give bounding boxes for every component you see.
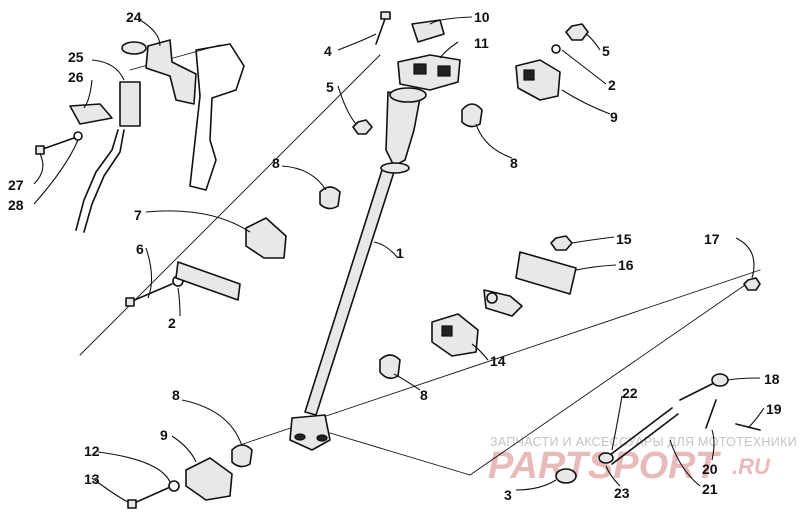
callout-8-lower-left: 8 bbox=[172, 387, 180, 403]
callout-17: 17 bbox=[704, 231, 720, 247]
tie-rod-arm-14 bbox=[431, 289, 523, 357]
callout-4: 4 bbox=[324, 43, 332, 59]
callout-8-upper-left: 8 bbox=[272, 155, 280, 171]
callout-25: 25 bbox=[68, 49, 84, 65]
callout-9-lower: 9 bbox=[160, 427, 168, 443]
lower-clamp-9 bbox=[127, 457, 233, 509]
upper-nuts bbox=[352, 23, 589, 135]
clamp-block-7 bbox=[245, 217, 287, 259]
callout-7: 7 bbox=[134, 207, 142, 223]
callout-13: 13 bbox=[84, 471, 100, 487]
callout-16: 16 bbox=[618, 257, 634, 273]
callout-24: 24 bbox=[126, 9, 142, 25]
watermark-tagline: ЗАПЧАСТИ И АКСЕССУАРЫ ДЛЯ МОТОТЕХНИКИ bbox=[490, 435, 797, 449]
upper-clamp-block bbox=[397, 19, 461, 91]
callout-26: 26 bbox=[68, 69, 84, 85]
callout-1: 1 bbox=[396, 245, 404, 261]
steering-post bbox=[289, 87, 427, 451]
throttle-bracket-assembly bbox=[35, 39, 245, 233]
callout-3: 3 bbox=[504, 487, 512, 503]
bushings bbox=[231, 103, 483, 468]
callout-12: 12 bbox=[84, 443, 100, 459]
callout-8-upper-right: 8 bbox=[510, 155, 518, 171]
callout-5-right: 5 bbox=[602, 43, 610, 59]
bolt-6-and-plate bbox=[125, 261, 241, 307]
assembly-center-lines bbox=[79, 44, 761, 476]
callout-10: 10 bbox=[474, 9, 490, 25]
tie-rod-block-upper bbox=[515, 59, 561, 101]
callout-28: 28 bbox=[8, 197, 24, 213]
callout-21: 21 bbox=[702, 481, 718, 497]
callout-14: 14 bbox=[490, 353, 506, 369]
callout-2-lower: 2 bbox=[168, 315, 176, 331]
callout-18: 18 bbox=[764, 371, 780, 387]
bolt-upper bbox=[375, 11, 391, 45]
watermark-brand: PARTSPORT bbox=[488, 445, 721, 487]
callout-27: 27 bbox=[8, 177, 24, 193]
callout-15: 15 bbox=[616, 231, 632, 247]
watermark: ЗАПЧАСТИ И АКСЕССУАРЫ ДЛЯ МОТОТЕХНИКИ PA… bbox=[488, 435, 797, 487]
plate-16 bbox=[515, 235, 577, 295]
callout-labels: 1 2 2 3 4 5 5 6 7 8 8 8 8 9 9 10 11 12 1… bbox=[8, 9, 782, 503]
leader-lines bbox=[33, 16, 765, 503]
callout-19: 19 bbox=[766, 401, 782, 417]
callout-20: 20 bbox=[702, 461, 718, 477]
callout-22: 22 bbox=[622, 385, 638, 401]
callout-8-middle: 8 bbox=[420, 387, 428, 403]
watermark-domain: .RU bbox=[732, 454, 771, 479]
callout-11: 11 bbox=[474, 35, 489, 51]
callout-6: 6 bbox=[136, 241, 144, 257]
callout-5-left: 5 bbox=[326, 79, 334, 95]
callout-2-upper: 2 bbox=[608, 77, 616, 93]
callout-23: 23 bbox=[614, 485, 630, 501]
callout-9-upper: 9 bbox=[610, 109, 618, 125]
